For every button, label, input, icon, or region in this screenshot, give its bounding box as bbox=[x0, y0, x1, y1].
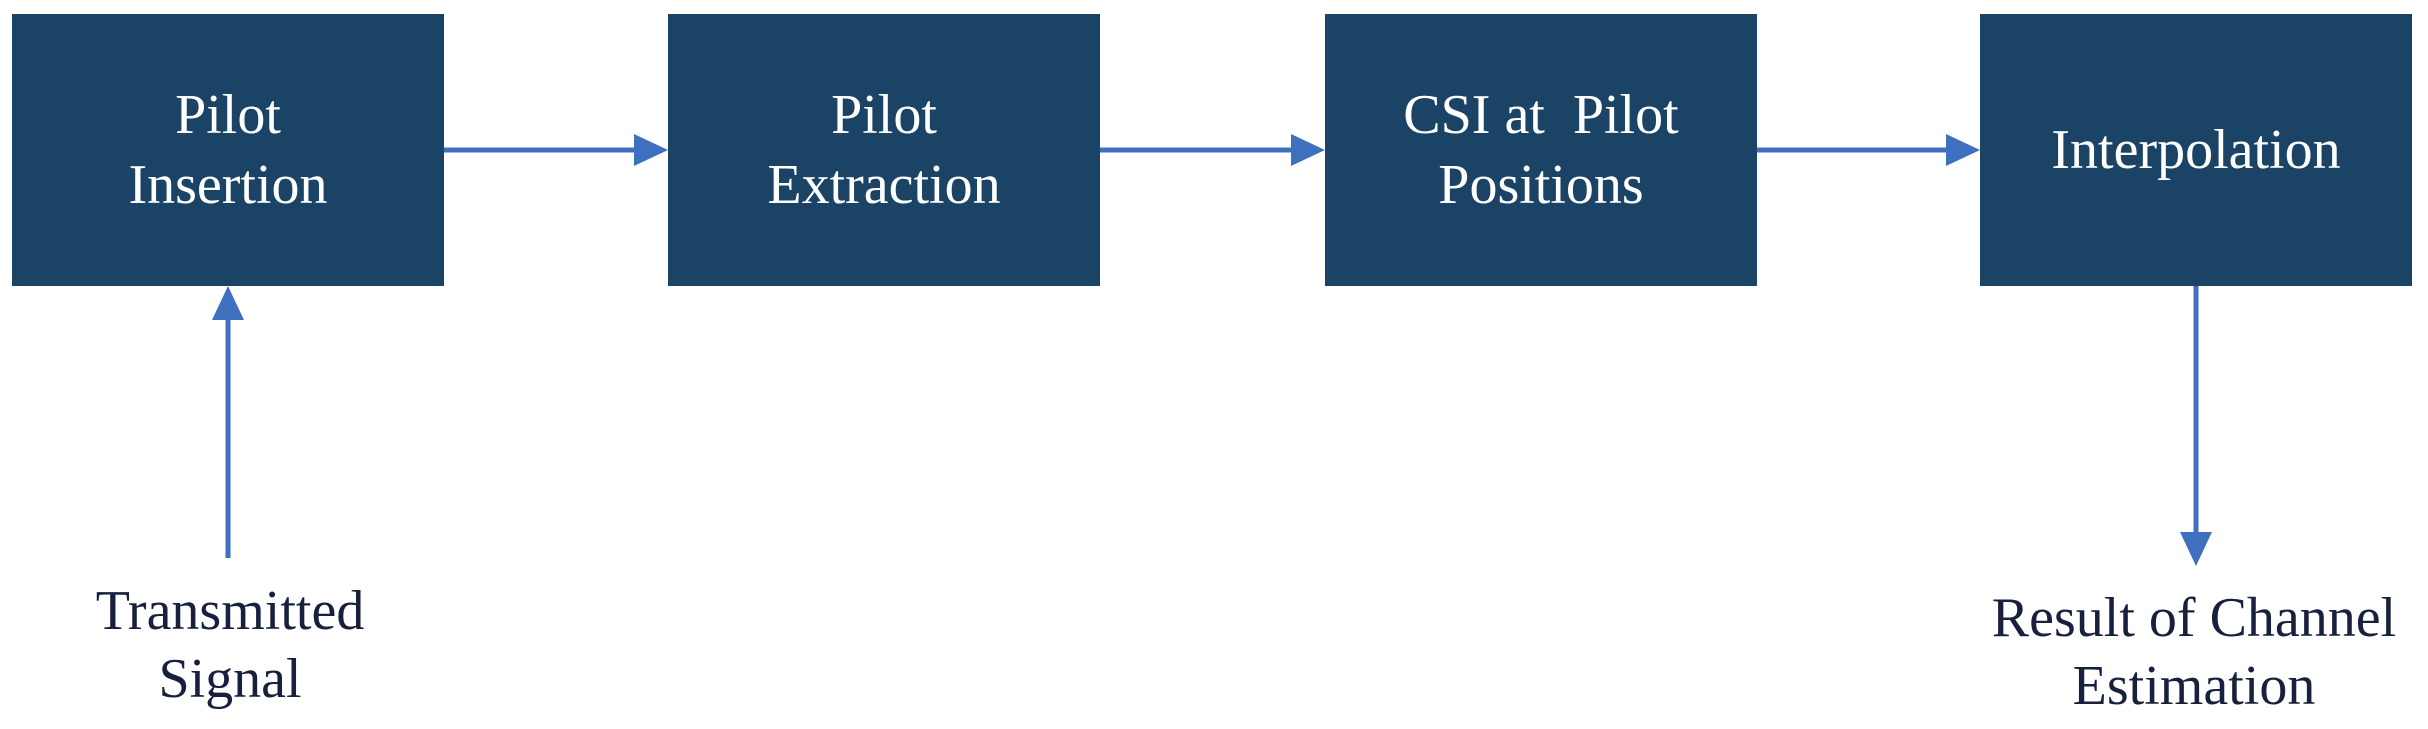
pilot-insertion-label-line1: Pilot bbox=[175, 84, 281, 146]
channel-estimation-result-caption: Result of Channel Estimation bbox=[1960, 584, 2428, 720]
transmitted-signal-caption: Transmitted Signal bbox=[30, 577, 430, 713]
channel-estimation-result-line2: Estimation bbox=[2072, 655, 2316, 717]
pilot-extraction-block: Pilot Extraction bbox=[668, 14, 1100, 286]
transmitted-signal-line2: Signal bbox=[158, 648, 302, 710]
arrow-insertion-to-extraction-head bbox=[634, 134, 668, 166]
arrow-csi-to-interpolation-head bbox=[1946, 134, 1980, 166]
arrow-interpolation-to-result-head bbox=[2180, 532, 2212, 566]
interpolation-label: Interpolation bbox=[2051, 119, 2341, 181]
interpolation-block: Interpolation bbox=[1980, 14, 2412, 286]
pilot-extraction-label-line1: Pilot bbox=[831, 84, 937, 146]
pilot-extraction-label-line2: Extraction bbox=[767, 154, 1001, 216]
channel-estimation-result-line1: Result of Channel bbox=[1991, 587, 2397, 649]
arrow-input-to-insertion-head bbox=[212, 286, 244, 320]
csi-label-line1: CSI at Pilot bbox=[1403, 84, 1679, 146]
csi-at-pilot-positions-block: CSI at Pilot Positions bbox=[1325, 14, 1757, 286]
pilot-insertion-block: Pilot Insertion bbox=[12, 14, 444, 286]
transmitted-signal-line1: Transmitted bbox=[95, 580, 365, 642]
pilot-insertion-label-line2: Insertion bbox=[128, 154, 328, 216]
csi-label-line2: Positions bbox=[1438, 154, 1644, 216]
arrow-extraction-to-csi-head bbox=[1291, 134, 1325, 166]
